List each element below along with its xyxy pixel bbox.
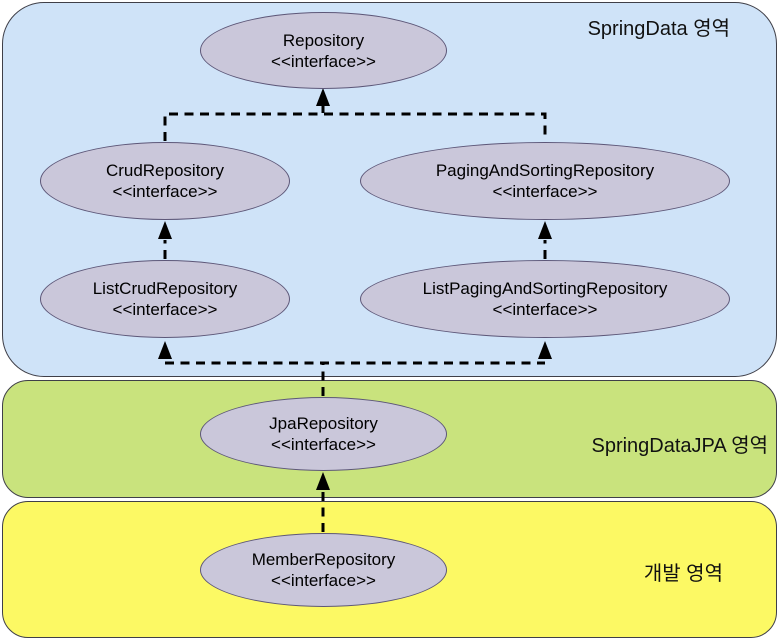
node-crud-repository: CrudRepository <<interface>> bbox=[40, 142, 290, 220]
arrowhead-to-crud-icon bbox=[158, 221, 172, 239]
node-crud-stereotype: <<interface>> bbox=[112, 182, 218, 201]
arrowhead-to-listcrud-icon bbox=[158, 341, 172, 359]
arrowhead-to-paging-icon bbox=[538, 221, 552, 239]
node-listpaging-name: ListPagingAndSortingRepository bbox=[422, 279, 668, 298]
region-springdata-label: SpringData 영역 bbox=[587, 18, 730, 40]
node-member-repository: MemberRepository <<interface>> bbox=[200, 533, 447, 607]
node-paging-stereotype: <<interface>> bbox=[492, 182, 598, 201]
node-jpa-repository: JpaRepository <<interface>> bbox=[200, 397, 447, 471]
node-repository-stereotype: <<interface>> bbox=[271, 51, 376, 71]
node-list-crud-repository: ListCrudRepository <<interface>> bbox=[40, 260, 290, 338]
arrowhead-to-jpa-icon bbox=[316, 472, 330, 490]
node-member-name: MemberRepository bbox=[251, 550, 396, 569]
node-paging-and-sorting-repository: PagingAndSortingRepository <<interface>> bbox=[360, 142, 730, 220]
node-list-paging-and-sorting-repository: ListPagingAndSortingRepository <<interfa… bbox=[360, 260, 730, 338]
region-springdatajpa-label: SpringDataJPA 영역 bbox=[591, 435, 768, 457]
connector-crud-paging-to-repository bbox=[163, 112, 547, 141]
node-listcrud-name: ListCrudRepository bbox=[92, 279, 238, 298]
node-crud-name: CrudRepository bbox=[105, 161, 225, 180]
node-jpa-name: JpaRepository bbox=[269, 414, 378, 433]
node-repository: Repository <<interface>> bbox=[200, 12, 447, 89]
node-repository-name: Repository bbox=[282, 30, 365, 50]
node-paging-name: PagingAndSortingRepository bbox=[435, 161, 655, 180]
arrowhead-to-listpaging-icon bbox=[538, 341, 552, 359]
node-jpa-stereotype: <<interface>> bbox=[271, 435, 376, 454]
arrowhead-to-repository-icon bbox=[316, 88, 330, 106]
node-listpaging-stereotype: <<interface>> bbox=[492, 300, 598, 319]
region-dev-label: 개발 영역 bbox=[643, 563, 723, 585]
node-member-stereotype: <<interface>> bbox=[271, 571, 376, 590]
node-listcrud-stereotype: <<interface>> bbox=[112, 300, 218, 319]
